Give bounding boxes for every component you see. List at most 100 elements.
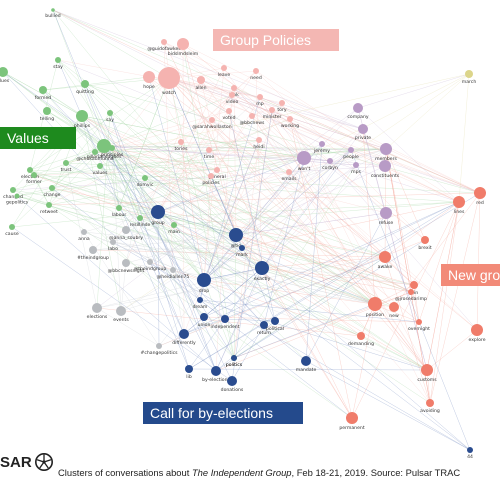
edge [200, 79, 428, 371]
edge [357, 73, 470, 109]
edge [83, 231, 243, 249]
edge [362, 128, 376, 305]
node-emails [286, 169, 292, 175]
node-resillinde [137, 215, 143, 221]
node-label: events [113, 317, 129, 323]
node-label: company [347, 115, 368, 120]
edge [57, 59, 376, 305]
node-blues [0, 67, 8, 77]
edge [303, 73, 470, 159]
node-jeremy [319, 141, 325, 147]
edge [52, 9, 364, 130]
cluster-label-by-elections: Call for by-elections [143, 402, 303, 425]
edge [109, 112, 190, 370]
node-elections [92, 303, 102, 313]
node-label: domvic [137, 182, 154, 188]
node-mandate [301, 356, 311, 366]
node-label: need [250, 75, 262, 81]
node-label: video [226, 99, 239, 105]
node-bullied [51, 8, 55, 12]
node-label: main [168, 229, 180, 235]
node-label: overnight [408, 326, 430, 332]
node-label: 44 [467, 454, 473, 460]
node-label: pillorialleagues [87, 154, 122, 160]
node-label: mps [351, 170, 361, 175]
node-label: labour [112, 212, 127, 218]
node-wont [297, 151, 311, 165]
edge [374, 303, 428, 371]
edge [96, 307, 160, 347]
node-label: new [389, 314, 399, 319]
edge [125, 177, 146, 264]
node-tory [279, 100, 285, 106]
node-jrosedarimp [408, 289, 414, 295]
edge [148, 76, 205, 281]
node-label: private [355, 135, 371, 141]
edge [241, 149, 352, 249]
edge [413, 284, 420, 323]
edge [12, 165, 386, 191]
node-label: policies [202, 180, 220, 186]
node-44 [467, 447, 473, 453]
node-label: members [375, 156, 397, 162]
edge [57, 59, 205, 281]
edge [172, 269, 185, 335]
edge [168, 77, 230, 112]
node-label: formed [35, 95, 52, 101]
edge [228, 110, 276, 322]
edge [289, 118, 428, 371]
node-label: gepolitics [6, 200, 29, 206]
node-label: hope [143, 84, 155, 90]
edge [173, 175, 212, 226]
edge [188, 192, 481, 370]
edge [163, 41, 481, 194]
node-demanding [357, 332, 365, 340]
node-mp [257, 94, 263, 100]
edge [384, 201, 460, 258]
edge [215, 267, 263, 372]
edge [188, 201, 460, 370]
node-red [474, 187, 486, 199]
node-customs [421, 364, 433, 376]
edge [33, 174, 460, 203]
node-label: elections [87, 314, 108, 320]
node-label: politics [226, 362, 243, 368]
node-change [49, 185, 55, 191]
node-label: union [198, 322, 211, 328]
edge [96, 256, 386, 309]
edge [157, 211, 174, 271]
node-label: people [343, 154, 359, 160]
node-label: tories [175, 146, 189, 152]
node-new [389, 302, 399, 312]
node-bbcnewsnight [122, 259, 130, 267]
edge [96, 107, 359, 309]
node-label: @chukaumunna [76, 156, 113, 162]
node-label: @sarahwollaston [192, 124, 231, 130]
edge [233, 234, 237, 359]
node-video [229, 92, 235, 98]
node-return [260, 321, 268, 329]
node-label: explore [468, 337, 485, 343]
node-label: politics [226, 362, 243, 368]
edge [157, 211, 265, 326]
edge [168, 77, 243, 249]
edge [303, 157, 386, 167]
edge [203, 279, 307, 362]
edge [329, 160, 460, 203]
node-label: corbyn [322, 165, 338, 171]
node-stay [55, 57, 61, 63]
node-heidi [256, 137, 262, 143]
edge [96, 307, 362, 337]
edge [233, 87, 237, 236]
edge [51, 112, 111, 189]
node-lines [453, 196, 465, 208]
edge [168, 70, 257, 79]
edge [157, 143, 323, 213]
edge [216, 169, 387, 214]
node-label: @bbcnews [240, 120, 265, 126]
edge [33, 169, 218, 176]
edge [261, 256, 386, 269]
node-mps [353, 162, 359, 168]
node-group [151, 205, 165, 219]
